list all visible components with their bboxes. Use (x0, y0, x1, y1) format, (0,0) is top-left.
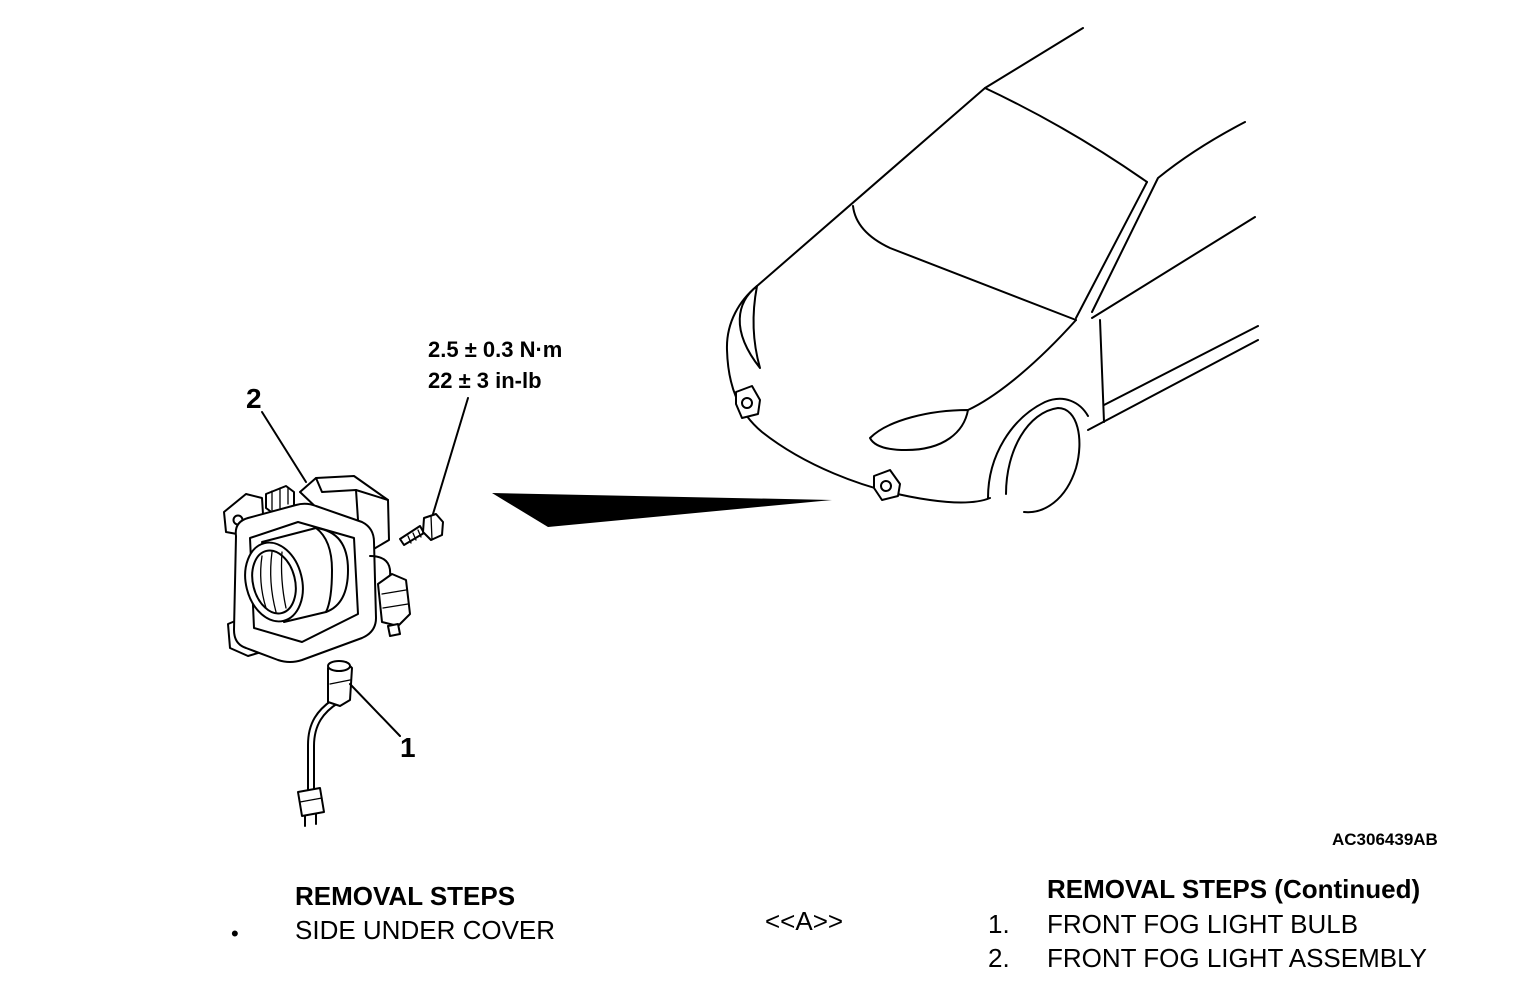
roof-right-edge (1091, 121, 1246, 313)
hood-fender-seam (967, 319, 1077, 411)
fog-light-assembly (223, 475, 411, 663)
right-headlight (869, 409, 969, 451)
windshield-right-pillar (1075, 181, 1148, 319)
step-number: 2. (988, 943, 1010, 973)
figure-id: AC306439AB (1332, 830, 1438, 849)
torque-imperial: 22 ± 3 in-lb (428, 368, 542, 393)
assembly-connector (369, 555, 411, 637)
location-pointer (492, 493, 832, 527)
side-body-line-lower (1087, 339, 1259, 431)
fog-light-bulb (297, 660, 353, 827)
step-marker: • (231, 921, 239, 946)
removal-steps-continued: REMOVAL STEPS (Continued) 1. FRONT FOG L… (988, 874, 1427, 973)
vehicle-outline (725, 27, 1259, 514)
step-label: SIDE UNDER COVER (295, 915, 555, 945)
step-number: 1. (988, 909, 1010, 939)
door-window-line (1091, 216, 1256, 319)
side-body-line-upper (1103, 325, 1259, 406)
front-fascia-outline (725, 285, 991, 504)
door-front-edge (1099, 319, 1105, 423)
lens (244, 541, 304, 623)
front-tire (1005, 407, 1081, 514)
mounting-bolt (399, 513, 444, 546)
leader-line-assembly (261, 411, 307, 483)
windshield-base (852, 205, 1077, 321)
step-note: <<A>> (765, 906, 843, 936)
step-label: FRONT FOG LIGHT BULB (1047, 909, 1358, 939)
leader-line-bulb (349, 683, 401, 737)
removal-steps-title: REMOVAL STEPS (295, 881, 515, 911)
windshield-top-edge (984, 87, 1148, 183)
callout-assembly: 2 (246, 383, 262, 414)
roof-and-hood-edge (756, 27, 1084, 287)
callout-bulb: 1 (400, 732, 416, 763)
step-label: FRONT FOG LIGHT ASSEMBLY (1047, 943, 1427, 973)
fog-light-mount-left (735, 385, 761, 419)
removal-steps-continued-title: REMOVAL STEPS (Continued) (1047, 874, 1420, 904)
torque-metric: 2.5 ± 0.3 N·m (428, 337, 562, 362)
removal-steps: REMOVAL STEPS • SIDE UNDER COVER <<A>> (231, 881, 843, 946)
wheel-arch (987, 397, 1089, 499)
fog-light-mount-right (873, 469, 901, 501)
left-headlight (738, 285, 761, 369)
leader-line-torque (432, 397, 469, 515)
